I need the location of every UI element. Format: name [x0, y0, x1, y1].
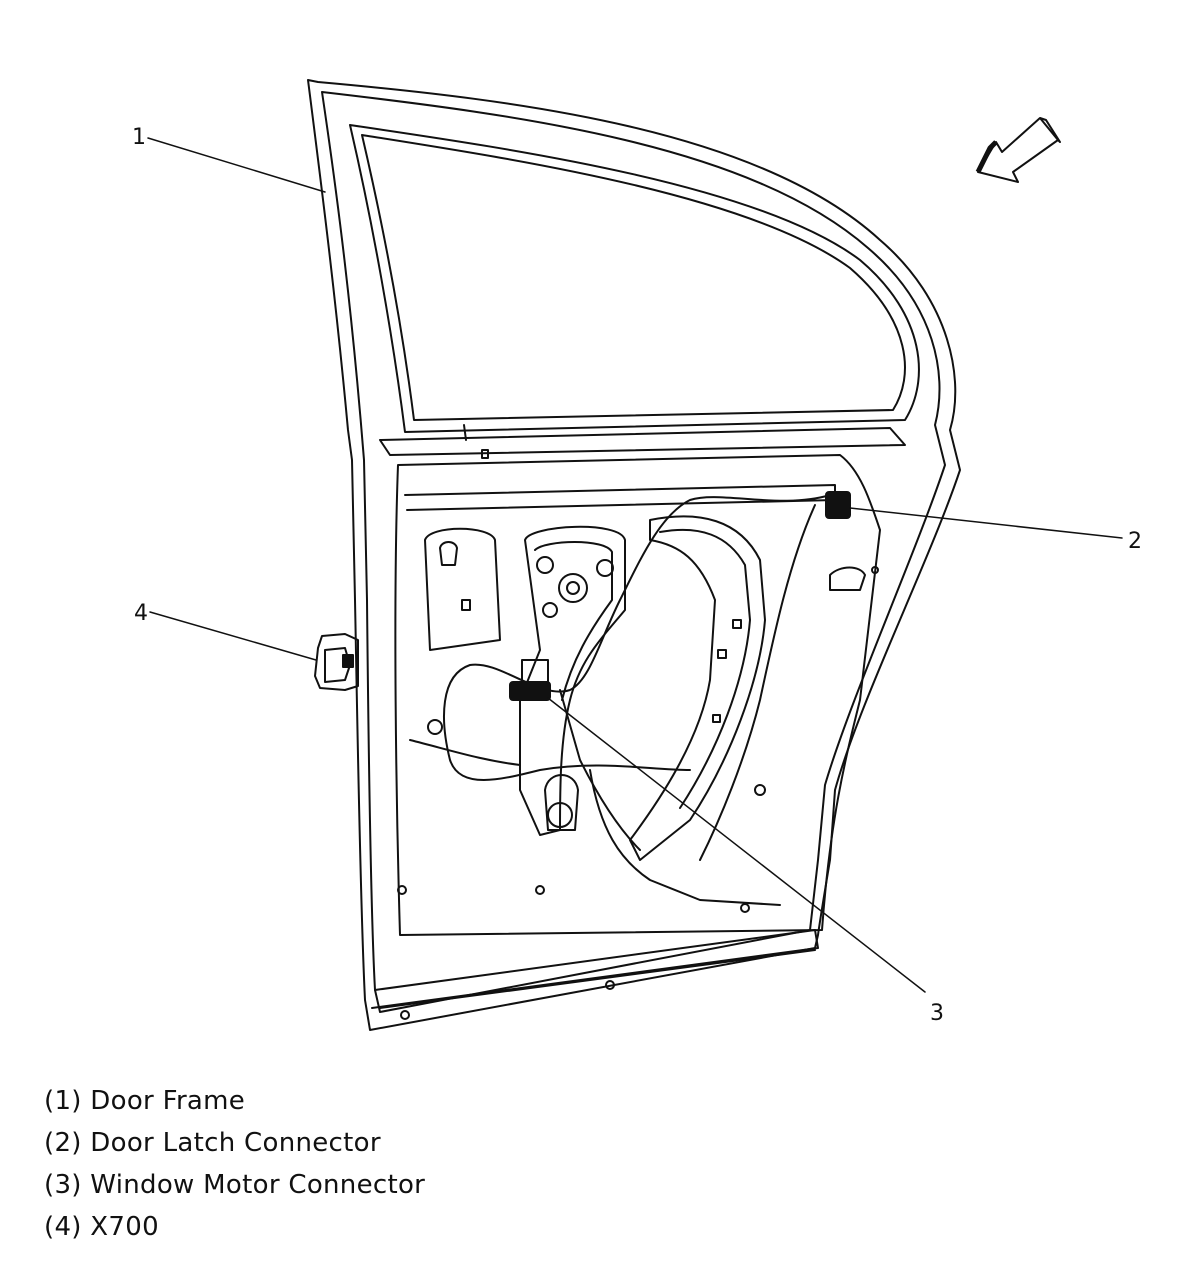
panel-hole-bottom-3 — [754, 784, 766, 796]
door-latch-connector — [825, 491, 851, 519]
callout-3: 3 — [930, 1001, 944, 1026]
belt-line-mark — [463, 424, 467, 441]
bottom-sill — [371, 929, 819, 1009]
sill-hole-1 — [400, 1010, 410, 1020]
window-inner-edge — [361, 134, 906, 421]
forward-arrow-icon — [975, 117, 1061, 183]
leader-line-2 — [849, 507, 1123, 539]
leader-line-1 — [147, 137, 326, 193]
left-keyhole — [439, 541, 458, 566]
legend-item-door-latch-connector: (2) Door Latch Connector — [44, 1128, 381, 1158]
panel-hole-bottom-2 — [535, 885, 545, 895]
window-motor-connector — [509, 681, 551, 701]
channel-clip-1 — [732, 619, 742, 629]
left-panel-cutout — [424, 527, 501, 651]
regulator-channel — [629, 515, 766, 861]
wiring-harness-return — [699, 504, 816, 861]
belt-line-upper — [379, 427, 906, 456]
door-frame-inner — [321, 91, 946, 1013]
channel-clip-2 — [717, 649, 727, 659]
plate-hole-top-right — [596, 559, 614, 577]
panel-hole-bottom-1 — [397, 885, 407, 895]
latch-region — [829, 566, 866, 591]
channel-clip-3 — [712, 714, 721, 723]
plate-hole-bottom — [547, 802, 573, 828]
legend: (1) Door Frame (2) Door Latch Connector … — [44, 1080, 425, 1248]
latch-hole — [871, 566, 879, 574]
x700-connector-face — [324, 647, 351, 683]
plate-hole-center-inner — [566, 581, 580, 595]
wiring-harness — [409, 494, 831, 851]
legend-item-x700: (4) X700 — [44, 1212, 159, 1242]
plate-hole-top-left — [536, 556, 554, 574]
x700-connector — [314, 633, 359, 691]
plate-hole-center — [558, 573, 588, 603]
legend-item-window-motor-connector: (3) Window Motor Connector — [44, 1170, 426, 1200]
plate-keyhole-bottom — [544, 774, 579, 831]
inner-panel — [394, 454, 881, 936]
legend-item-door-frame: (1) Door Frame — [44, 1086, 246, 1116]
door-wiring-diagram: 1 2 3 4 — [132, 79, 1142, 1031]
belt-line-lower — [404, 484, 836, 511]
callout-4: 4 — [134, 601, 148, 626]
window-opening — [349, 124, 920, 433]
leader-line-3 — [547, 697, 926, 993]
callout-2: 2 — [1128, 529, 1142, 554]
leader-line-4 — [149, 611, 317, 661]
regulator-plate-inner — [534, 541, 613, 701]
lower-track — [589, 769, 781, 906]
bottom-sill-lower — [379, 949, 816, 1009]
x700-tab — [342, 654, 354, 668]
belt-clip — [481, 449, 489, 459]
left-square-hole — [461, 599, 471, 611]
sill-hole-3 — [740, 903, 750, 913]
callout-1: 1 — [132, 125, 146, 150]
sill-hole-2 — [605, 980, 615, 990]
regulator-plate — [519, 525, 626, 836]
left-hole-lower — [427, 719, 443, 735]
window-motor-bracket — [521, 659, 549, 683]
regulator-channel-inner — [659, 528, 751, 809]
plate-hole-lower — [542, 602, 558, 618]
